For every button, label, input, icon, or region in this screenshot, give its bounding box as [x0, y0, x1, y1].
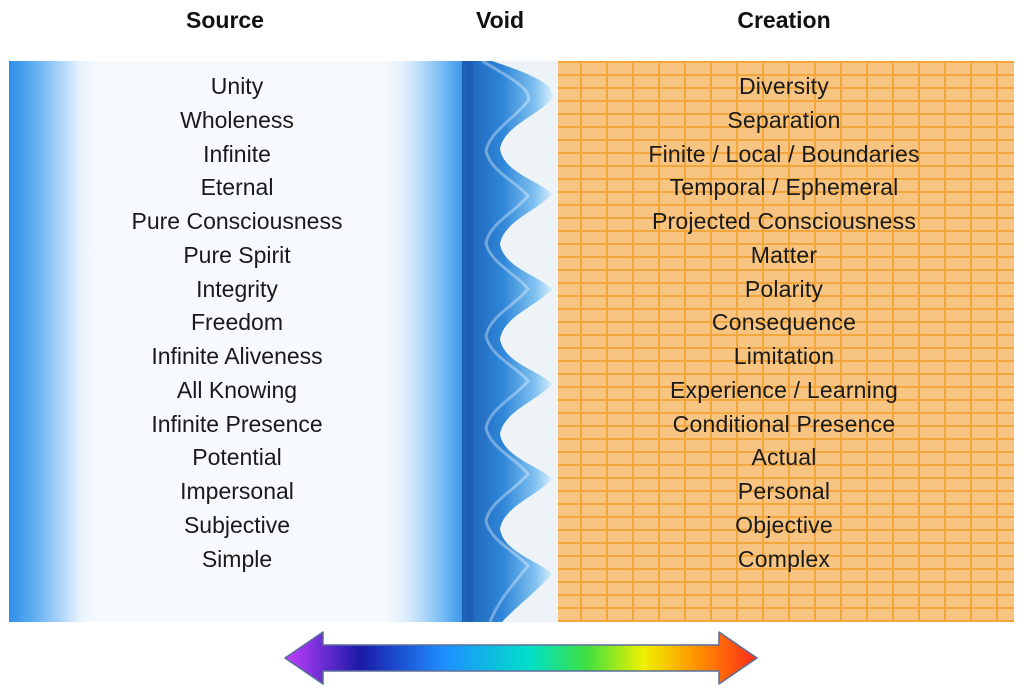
source-item: Unity: [210, 73, 264, 99]
creation-attributes-list: Diversity Separation Finite / Local / Bo…: [604, 70, 964, 576]
creation-item: Matter: [750, 241, 818, 268]
source-attributes-list: Unity Wholeness Infinite Eternal Pure Co…: [82, 70, 392, 576]
creation-item: Finite / Local / Boundaries: [648, 140, 920, 167]
source-heading: Source: [186, 7, 264, 33]
creation-item: Objective: [735, 511, 833, 538]
source-item: Integrity: [196, 275, 278, 302]
creation-item: Complex: [737, 545, 831, 572]
creation-item: Limitation: [733, 343, 835, 369]
source-item: All Knowing: [176, 376, 298, 403]
creation-item: Actual: [751, 444, 817, 471]
source-item: Pure Spirit: [183, 241, 291, 268]
source-item: Infinite: [203, 140, 271, 167]
source-item: Infinite Aliveness: [151, 343, 323, 369]
source-item: Eternal: [200, 174, 274, 201]
creation-item: Conditional Presence: [672, 410, 896, 437]
source-item: Simple: [201, 545, 273, 572]
source-item: Potential: [192, 444, 282, 471]
void-heading: Void: [475, 7, 525, 33]
source-item: Pure Consciousness: [131, 208, 343, 234]
creation-item: Temporal / Ephemeral: [669, 174, 899, 201]
creation-heading: Creation: [737, 7, 831, 33]
creation-item: Experience / Learning: [670, 376, 898, 403]
creation-item: Consequence: [711, 309, 857, 336]
source-item: Subjective: [183, 511, 291, 538]
source-item: Wholeness: [180, 106, 294, 133]
void-wave-boundary: [462, 61, 558, 622]
source-item: Impersonal: [180, 478, 294, 504]
source-item: Freedom: [190, 309, 284, 336]
source-item: Infinite Presence: [151, 410, 323, 437]
creation-item: Polarity: [744, 275, 824, 302]
creation-item: Projected Consciousness: [651, 208, 917, 234]
creation-item: Separation: [727, 106, 841, 133]
creation-item: Diversity: [739, 73, 829, 99]
double-headed-arrow-icon: [284, 631, 758, 685]
creation-panel: [554, 61, 1014, 622]
creation-item: Personal: [737, 478, 831, 504]
source-panel: [9, 61, 467, 622]
